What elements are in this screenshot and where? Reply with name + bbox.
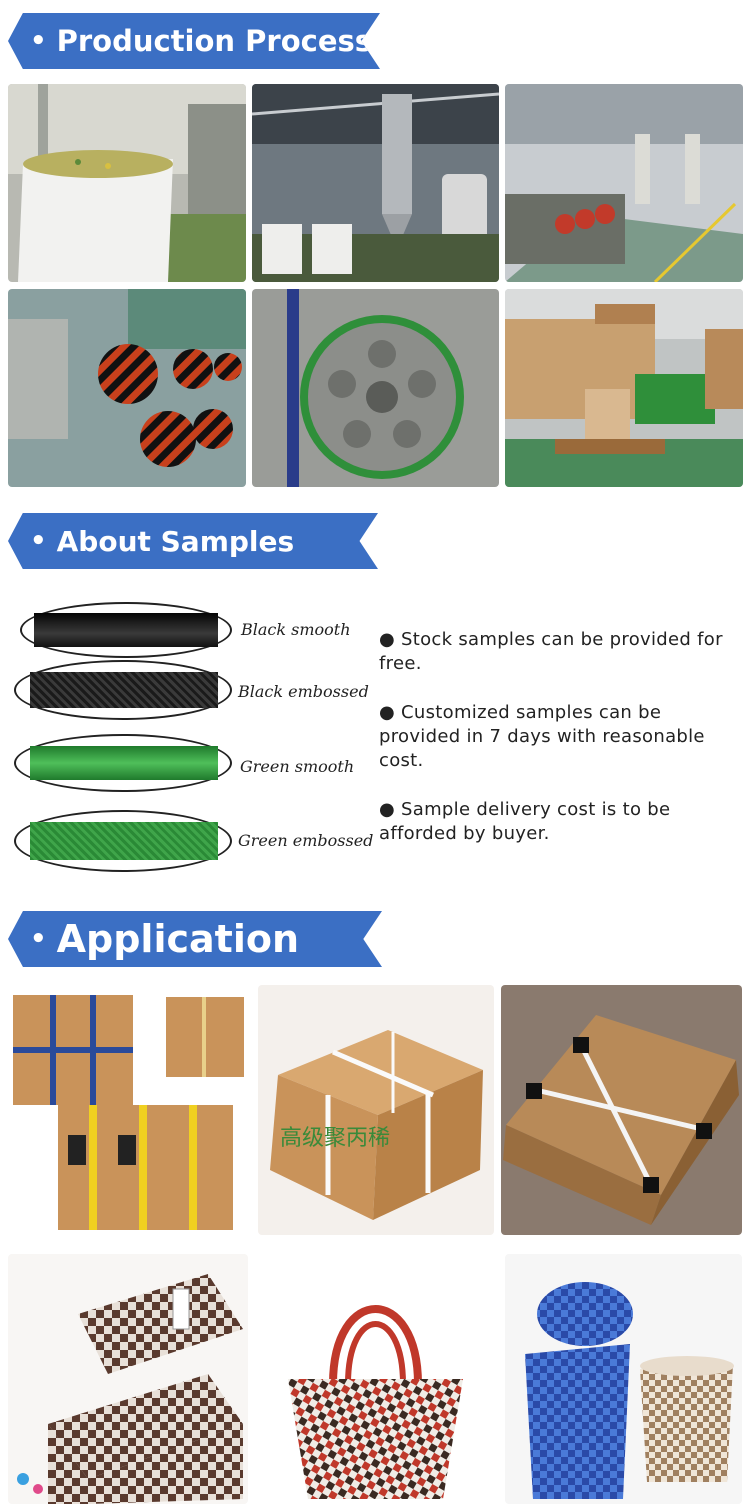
sample-note: ● Customized samples can be provided in …: [379, 702, 705, 771]
photo-raw-material-bag: [8, 84, 246, 282]
photo-striped-rollers: [8, 289, 246, 487]
white-strapped-box-image: 高级聚丙稀: [258, 985, 494, 1235]
application-banner: • Application: [8, 911, 382, 967]
photo-woven-tote-bag: [258, 1254, 494, 1504]
sample-label-black-embossed: Black embossed: [238, 682, 369, 701]
woven-storage-box-image: [8, 1254, 248, 1504]
warehouse-image: [505, 289, 743, 487]
sample-label-green-smooth: Green smooth: [240, 757, 355, 776]
sample-notes: ● Stock samples can be provided for free…: [379, 628, 744, 871]
extrusion-line-image: [505, 84, 743, 282]
sample-label-green-embossed: Green embossed: [238, 831, 374, 850]
photo-extrusion-line: [505, 84, 743, 282]
sample-strap-green-smooth: [14, 734, 232, 792]
photo-cross-strapped-box: [501, 985, 742, 1235]
bullet-icon: •: [30, 526, 47, 556]
photo-mixing-machine: [252, 84, 499, 282]
woven-tote-bag-image: [258, 1254, 494, 1504]
mixing-machine-image: [252, 84, 499, 282]
photo-woven-baskets: [505, 1254, 742, 1504]
photo-white-strapped-box: 高级聚丙稀: [258, 985, 494, 1235]
about-samples-title: About Samples: [56, 524, 295, 558]
photo-strapped-cartons: [8, 985, 248, 1235]
sample-strap-black-embossed: [14, 660, 232, 720]
sample-label-black-smooth: Black smooth: [241, 620, 351, 639]
sample-strap-black-smooth: [20, 602, 232, 658]
photo-warehouse: [505, 289, 743, 487]
cross-strapped-box-image: [501, 985, 742, 1235]
striped-rollers-image: [8, 289, 246, 487]
photo-green-strap-reel: [252, 289, 499, 487]
green-strap-reel-image: [252, 289, 499, 487]
sample-note: ● Stock samples can be provided for free…: [379, 629, 723, 674]
application-title: Application: [56, 917, 300, 961]
production-process-banner: • Production Process: [8, 13, 380, 69]
woven-baskets-image: [505, 1254, 742, 1504]
production-process-title: Production Process: [56, 24, 373, 58]
sample-note: ● Sample delivery cost is to be afforded…: [379, 799, 671, 844]
bullet-icon: •: [30, 26, 47, 56]
photo-woven-storage-box: [8, 1254, 248, 1504]
raw-material-bag-image: [8, 84, 246, 282]
about-samples-banner: • About Samples: [8, 513, 378, 569]
strapped-cartons-image: [8, 985, 248, 1235]
sample-strap-green-embossed: [14, 810, 232, 872]
bullet-icon: •: [30, 924, 47, 954]
box-print-text: 高级聚丙稀: [280, 1126, 390, 1151]
